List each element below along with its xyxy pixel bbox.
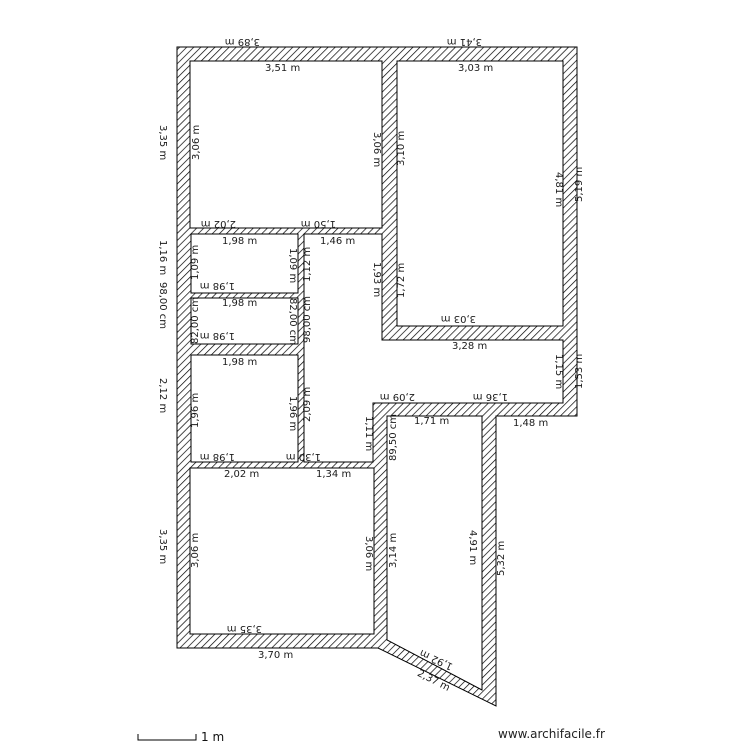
room-2-floor — [396, 60, 564, 327]
wc-2-bottom-label: 1,98 m — [200, 330, 235, 341]
room-2-left-bottom-label: 1,72 m — [396, 263, 407, 298]
outer-left-top-label: 3,35 m — [157, 125, 168, 160]
outer-left-mid2-label: 98,00 cm — [157, 282, 168, 329]
wc-1-bottom-label: 1,98 m — [200, 280, 235, 291]
outer-left-bottom-label: 3,35 m — [157, 529, 168, 564]
room-3-bottom-label: 3,35 m — [227, 623, 262, 634]
bath-left-label: 1,96 m — [190, 393, 201, 428]
room-4-left-label: 3,14 m — [388, 533, 399, 568]
footer-brand-link[interactable]: www.archifacile.fr — [498, 727, 605, 741]
outer-left-mid-label: 1,16 m — [157, 240, 168, 275]
hall-bottom-a-label: 3,28 m — [452, 341, 487, 352]
bath-top-label: 1,98 m — [222, 357, 257, 368]
room-1-right-label: 3,06 m — [371, 132, 382, 167]
hall-top-a-label: 1,50 m — [301, 218, 336, 229]
room-3-left-label: 3,06 m — [190, 533, 201, 568]
hall-bottom-c-label: 1,34 m — [316, 469, 351, 480]
wc-1-left-label: 1,09 m — [190, 245, 201, 280]
bath-floor — [190, 354, 299, 463]
bath-bottom-label: 1,98 m — [200, 451, 235, 462]
wc-2-right-label: 82,00 cm — [287, 298, 298, 345]
outer-bottom-right-label: 5,32 m — [496, 541, 507, 576]
wc-2-floor — [190, 297, 299, 345]
outer-bottom-label: 3,70 m — [258, 650, 293, 661]
room-1-top-label: 3,51 m — [265, 63, 300, 74]
room-4-right-label: 4,91 m — [467, 530, 478, 565]
outer-top-left-label: 3,89 m — [225, 36, 260, 47]
outer-left-mid3-label: 2,12 m — [157, 378, 168, 413]
wc-1-right-label: 1,09 m — [287, 248, 298, 283]
outer-right-mid-label: 1,53 m — [574, 354, 585, 389]
hall-step-top-a-label: 2,09 m — [380, 391, 415, 402]
room-2-right-label: 4,81 m — [553, 172, 564, 207]
bath-right-label: 1,96 m — [287, 396, 298, 431]
hall-step-top-b-label: 1,36 m — [473, 391, 508, 402]
hall-left-b-label: 98,00 cm — [302, 296, 313, 343]
room-2-top-label: 3,03 m — [458, 63, 493, 74]
room-1-bottom-label: 2,02 m — [201, 218, 236, 229]
hall-top-b-label: 1,46 m — [320, 236, 355, 247]
hall-bottom-b-label: 1,30 m — [286, 451, 321, 462]
room-4-top-label: 1,71 m — [414, 416, 449, 427]
hall-inner-left-label: 1,11 m — [363, 416, 374, 451]
hall-step-right-label: 1,15 m — [553, 354, 564, 389]
room-2-left-label: 3,10 m — [396, 131, 407, 166]
outer-right-top-label: 5,19 m — [574, 167, 585, 202]
outer-top-right-label: 3,41 m — [447, 36, 482, 47]
room-3-top-label: 2,02 m — [224, 469, 259, 480]
wc-1-top-label: 1,98 m — [222, 236, 257, 247]
hall-left-a-label: 1,12 m — [302, 247, 313, 282]
room-1-left-label: 3,06 m — [191, 125, 202, 160]
scale-label: 1 m — [201, 730, 225, 744]
room-3-right-label: 3,06 m — [363, 536, 374, 571]
scale-bar — [137, 734, 197, 741]
hall-right-label: 1,93 m — [371, 262, 382, 297]
room-4-right-outer-top-label: 1,48 m — [513, 418, 548, 429]
wc-1-floor — [190, 233, 299, 294]
room-4-floor — [386, 415, 483, 691]
room-2-bottom-label: 3,03 m — [441, 313, 476, 324]
room-3-floor — [189, 467, 375, 635]
room-1-floor — [189, 60, 383, 229]
wc-2-top-label: 1,98 m — [222, 298, 257, 309]
room-4-left-top-label: 89,50 cm — [388, 414, 399, 461]
hall-left-c-label: 2,09 m — [302, 387, 313, 422]
hall-floor — [303, 233, 564, 463]
wc-2-left-label: 82,00 cm — [190, 297, 201, 344]
